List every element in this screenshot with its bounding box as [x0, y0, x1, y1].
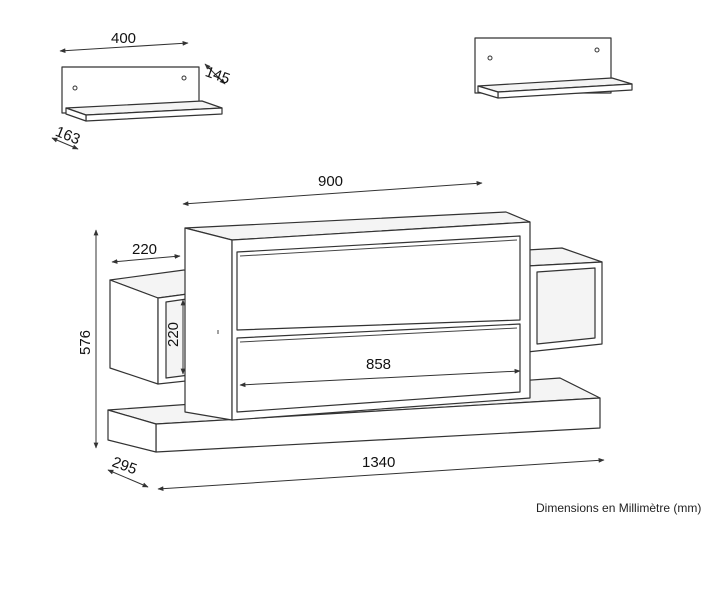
dim-arrow-shelf-width: [59, 40, 189, 54]
dim-arrow-base-depth: [107, 469, 149, 488]
mounting-hole: [487, 55, 493, 61]
label-total-width: 1340: [362, 454, 395, 471]
label-drawer-width: 858: [366, 356, 391, 373]
mounting-hole: [594, 47, 600, 53]
cabinet-side: [184, 227, 233, 421]
dim-arrow-total-width: [157, 457, 605, 492]
label-base-depth: 295: [110, 454, 139, 479]
label-side-shelf-height: 220: [165, 322, 182, 347]
drawer-edge-line: [239, 239, 518, 257]
base-side: [107, 409, 157, 453]
mounting-hole: [181, 75, 187, 81]
units-note: Dimensions en Millimètre (mm): [536, 501, 701, 515]
lower-drawer-front: [236, 323, 521, 413]
label-cabinet-width: 900: [318, 173, 343, 190]
mounting-hole: [72, 85, 78, 91]
label-side-shelf-width: 220: [132, 241, 157, 258]
label-total-height: 576: [77, 330, 94, 355]
label-shelf-width: 400: [111, 30, 136, 47]
dim-arrow-shelf-depth-bottom: [51, 137, 79, 150]
dimension-lines: [51, 40, 605, 492]
label-shelf-depth-bottom: 163: [53, 123, 83, 148]
upper-drawer-front: [236, 235, 521, 331]
dim-arrow-side-shelf-width: [111, 254, 181, 264]
wall-shelf-left: [61, 66, 223, 122]
central-cabinet: [184, 211, 531, 421]
dim-arrow-shelf-depth-top: [204, 63, 226, 85]
shelf-board-side: [65, 107, 87, 122]
shelf-board-side: [477, 85, 499, 99]
wall-shelf-right: [474, 37, 633, 99]
cubby-side: [109, 279, 159, 385]
cubby-opening: [536, 267, 596, 345]
right-side-cubby: [526, 247, 603, 353]
drawer-edge-line: [239, 327, 518, 343]
label-shelf-depth-top: 145: [203, 63, 232, 88]
dim-arrow-cabinet-width: [182, 180, 483, 207]
dim-arrow-drawer-width: [239, 368, 521, 388]
